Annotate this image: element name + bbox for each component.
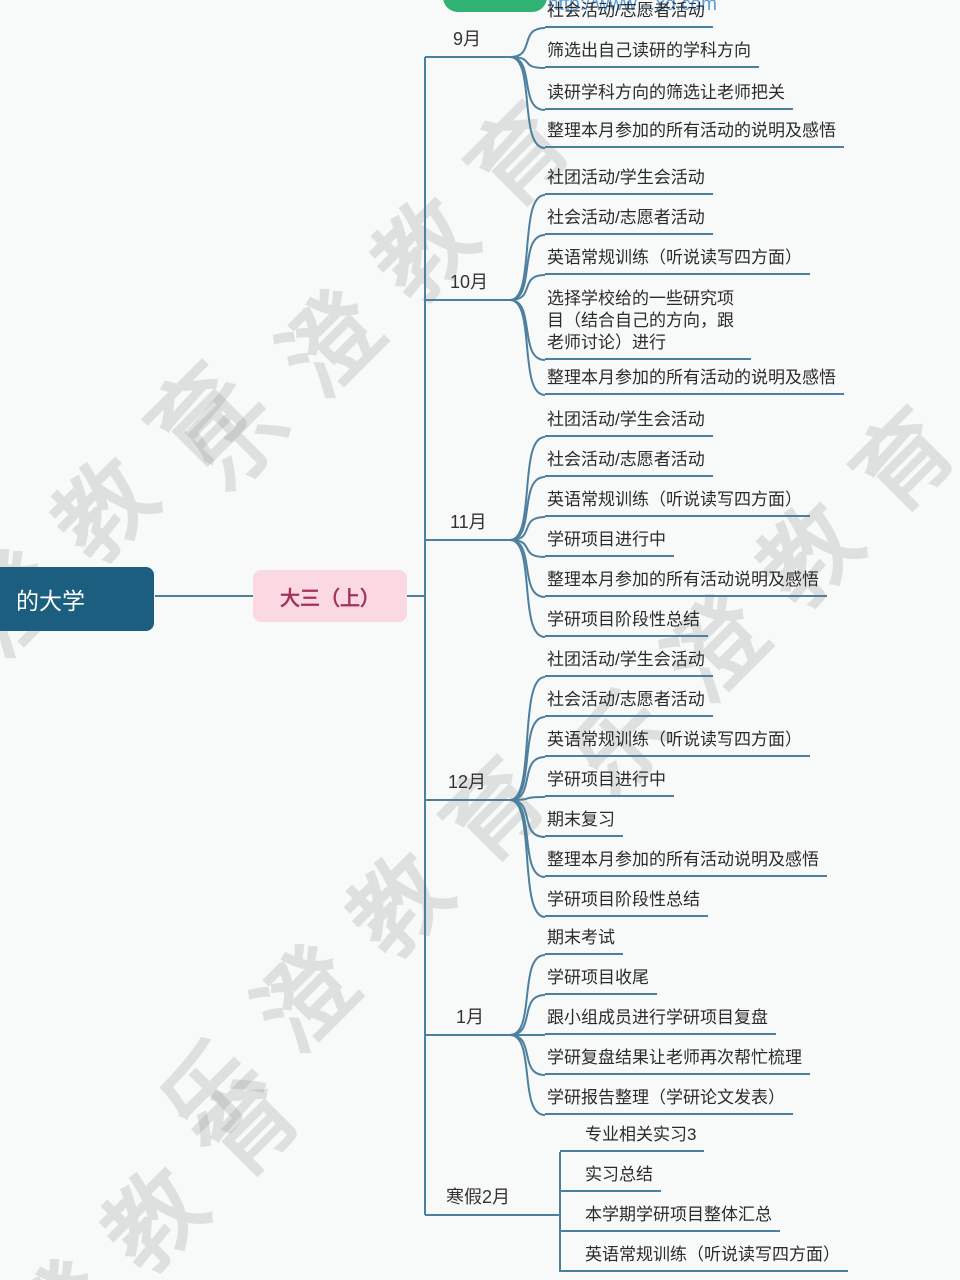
- month-node-dec[interactable]: 12月: [448, 772, 487, 792]
- month-node-nov[interactable]: 11月: [450, 512, 487, 532]
- leaf-node[interactable]: 跟小组成员进行学研项目复盘: [545, 1007, 776, 1035]
- leaf-node[interactable]: 期末复习: [545, 809, 623, 837]
- leaf-node[interactable]: 本学期学研项目整体汇总: [560, 1204, 780, 1232]
- leaf-node[interactable]: 社团活动/学生会活动: [545, 649, 713, 677]
- leaf-node[interactable]: 整理本月参加的所有活动的说明及感悟: [545, 367, 844, 395]
- leaf-node[interactable]: 社会活动/志愿者活动: [545, 689, 713, 717]
- leaf-node[interactable]: 读研学科方向的筛选让老师把关: [545, 82, 793, 110]
- leaf-node[interactable]: 英语常规训练（听说读写四方面）: [560, 1244, 848, 1272]
- semester-node[interactable]: 大三（上）: [253, 570, 407, 622]
- leaf-node[interactable]: 学研项目阶段性总结: [545, 609, 708, 637]
- month-node-jan[interactable]: 1月: [456, 1007, 485, 1027]
- leaf-node[interactable]: 英语常规训练（听说读写四方面）: [545, 247, 810, 275]
- leaf-node[interactable]: 学研项目收尾: [545, 967, 657, 995]
- month-node-sep[interactable]: 9月: [453, 29, 482, 49]
- leaf-node[interactable]: 整理本月参加的所有活动说明及感悟: [545, 569, 827, 597]
- cutoff-month-node[interactable]: [443, 0, 547, 12]
- leaf-node[interactable]: 社会活动/志愿者活动: [545, 207, 713, 235]
- leaf-node[interactable]: 英语常规训练（听说读写四方面）: [545, 729, 810, 757]
- leaf-node[interactable]: 筛选出自己读研的学科方向: [545, 40, 759, 68]
- leaf-node[interactable]: 学研报告整理（学研论文发表）: [545, 1087, 793, 1115]
- month-node-winter[interactable]: 寒假2月: [446, 1187, 511, 1207]
- leaf-node[interactable]: 学研复盘结果让老师再次帮忙梳理: [545, 1047, 810, 1075]
- leaf-node[interactable]: 选择学校给的一些研究项目（结合自己的方向，跟老师讨论）进行: [545, 288, 751, 360]
- leaf-node[interactable]: 期末考试: [545, 927, 623, 955]
- leaf-node[interactable]: 英语常规训练（听说读写四方面）: [545, 489, 810, 517]
- leaf-node[interactable]: 整理本月参加的所有活动说明及感悟: [545, 849, 827, 877]
- root-node[interactable]: 的大学: [0, 567, 154, 631]
- leaf-node[interactable]: 实习总结: [560, 1164, 661, 1192]
- leaf-node[interactable]: 学研项目进行中: [545, 529, 674, 557]
- leaf-node[interactable]: 社团活动/学生会活动: [545, 167, 713, 195]
- leaf-node[interactable]: 专业相关实习3: [560, 1124, 705, 1152]
- leaf-node[interactable]: 学研项目进行中: [545, 769, 674, 797]
- semester-node-label: 大三（上）: [280, 587, 380, 610]
- root-node-label: 的大学: [16, 588, 85, 614]
- watermark-url: http://www…xd.com: [548, 0, 717, 15]
- leaf-node[interactable]: 社会活动/志愿者活动: [545, 449, 713, 477]
- leaf-node[interactable]: 社团活动/学生会活动: [545, 409, 713, 437]
- leaf-node[interactable]: 整理本月参加的所有活动的说明及感悟: [545, 120, 844, 148]
- leaf-node[interactable]: 学研项目阶段性总结: [545, 889, 708, 917]
- month-node-oct[interactable]: 10月: [450, 272, 489, 292]
- leaf-node[interactable]: 社会活动/志愿者活动: [545, 0, 713, 28]
